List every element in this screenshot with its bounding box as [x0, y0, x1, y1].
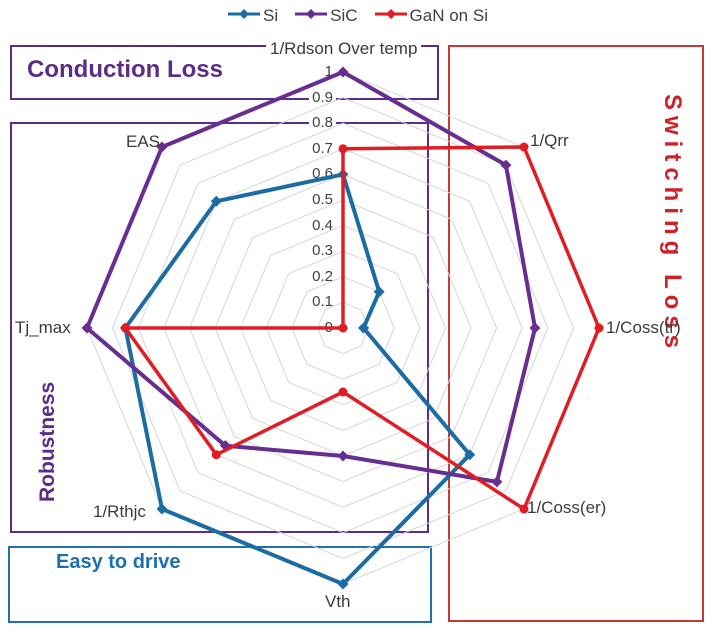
sic-series-marker-icon	[294, 7, 328, 25]
axis-label-tjmax: Tj_max	[15, 318, 71, 337]
legend-item-gan: GaN on Si	[374, 6, 488, 26]
tick-label: 0.4	[309, 215, 336, 236]
tick-label: 0.1	[309, 292, 336, 313]
legend-label-si: Si	[263, 6, 279, 25]
gan-series-marker-icon	[374, 7, 408, 25]
robustness-box	[10, 122, 429, 533]
si-series-marker-icon	[227, 7, 261, 25]
tick-label: 0.7	[309, 138, 336, 159]
axis-label-eas: EAS	[126, 132, 161, 151]
tick-label: 0	[321, 318, 336, 338]
legend-label-gan: GaN on Si	[409, 6, 488, 25]
axis-label-vth: Vth	[325, 592, 351, 611]
tick-label: 0.6	[309, 164, 336, 185]
robustness-label: Robustness	[36, 381, 59, 502]
axis-label-rdson: 1/Rdson Over temp	[266, 39, 422, 59]
tick-label: 0.9	[309, 87, 336, 108]
axis-label-qrr: 1/Qrr	[530, 131, 569, 150]
legend-label-sic: SiC	[330, 6, 358, 25]
conduction-loss-label: Conduction Loss	[27, 56, 223, 83]
chart-legend: Si SiC GaN on Si	[0, 6, 715, 26]
legend-item-si: Si	[227, 6, 278, 26]
tick-label: 1	[321, 62, 336, 82]
easy-to-drive-label: Easy to drive	[56, 551, 181, 573]
tick-label: 0.3	[309, 241, 336, 262]
tick-label: 0.2	[309, 266, 336, 287]
legend-item-sic: SiC	[294, 6, 358, 26]
tick-label: 0.8	[309, 113, 336, 134]
axis-label-coss-tr: 1/Coss(tr)	[606, 318, 681, 337]
axis-label-rthjc: 1/Rthjc	[93, 502, 146, 521]
switching-loss-label: Switching Loss	[659, 94, 686, 355]
axis-label-coss-er: 1/Coss(er)	[527, 498, 607, 517]
tick-label: 0.5	[309, 190, 336, 210]
